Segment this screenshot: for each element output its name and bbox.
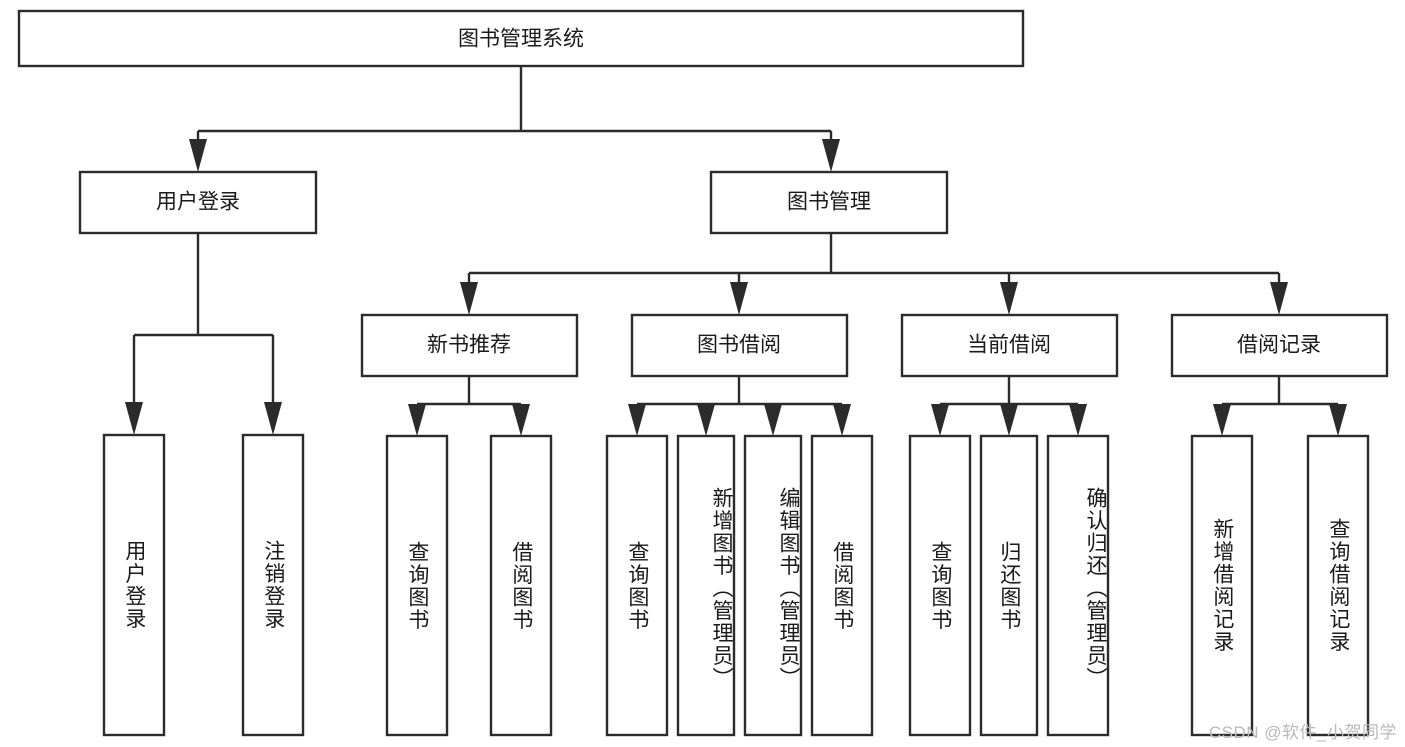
node-leaf-confirm-return-admin-box[interactable] [1046,434,1110,737]
connector-group-current-borrow [931,376,1087,436]
arrow-head-leaf-add-book-admin [697,404,715,436]
connector-group-user-login [125,233,282,435]
connector-group-root [189,66,840,172]
node-user-login-box[interactable] [78,170,318,235]
node-current-borrow-box[interactable] [900,313,1119,378]
arrow-head-leaf-query-book-2 [628,404,646,436]
node-new-book-recommend-box[interactable] [360,313,579,378]
node-leaf-query-borrow-record-box[interactable] [1306,434,1370,737]
csdn-watermark: CSDN @软件_小贺同学 [1208,723,1397,742]
arrow-head-borrow-record [1270,282,1288,315]
node-leaf-add-borrow-record-box[interactable] [1190,434,1254,737]
node-book-manage-box[interactable] [709,170,949,235]
node-leaf-user-logout-box[interactable] [241,433,305,737]
node-borrow-record-box[interactable] [1170,313,1389,378]
node-leaf-return-book-box[interactable] [979,434,1039,737]
connector-group-book-borrow [628,376,851,436]
arrow-head-book-manage [822,139,840,172]
node-book-manage-label: 图书管理 [787,191,871,214]
arrow-head-book-borrow [730,282,748,315]
connector-group-book-manage [460,233,1288,315]
arrow-head-leaf-edit-book-admin [764,404,782,436]
node-leaf-borrow-book-2-box[interactable] [810,434,874,737]
node-new-book-recommend-label: 新书推荐 [427,334,511,357]
node-root-box[interactable] [17,9,1025,68]
arrow-head-leaf-add-borrow-record [1213,404,1231,436]
node-user-login-label: 用户登录 [156,191,240,214]
node-leaf-query-book-3-box[interactable] [908,434,972,737]
node-book-borrow-box[interactable] [630,313,849,378]
node-leaf-add-book-admin-box[interactable] [676,434,736,737]
node-borrow-record-label: 借阅记录 [1237,334,1321,357]
arrow-head-leaf-query-book-3 [931,404,949,436]
node-leaf-edit-book-admin-box[interactable] [743,434,803,737]
node-current-borrow-label: 当前借阅 [967,334,1051,357]
arrow-head-current-borrow [1000,282,1018,315]
arrow-head-leaf-query-borrow-record [1329,404,1347,436]
arrow-head-leaf-query-book-1 [408,404,426,436]
arrow-head-new-book-recommend [460,282,478,315]
node-leaf-query-book-1-box[interactable] [385,434,449,737]
arrow-head-leaf-borrow-book-1 [512,404,530,436]
arrow-head-leaf-return-book [1000,404,1018,436]
connector-group-new-book-recommend [408,376,530,436]
node-root-label: 图书管理系统 [458,28,584,51]
connector-group-borrow-record [1213,376,1347,436]
node-leaf-borrow-book-1-box[interactable] [489,434,553,737]
arrow-head-leaf-user-logout [264,402,282,435]
arrow-head-leaf-confirm-return-admin [1069,404,1087,436]
node-leaf-user-login-box[interactable] [102,433,166,737]
node-leaf-query-book-2-box[interactable] [605,434,669,737]
node-book-borrow-label: 图书借阅 [697,334,781,357]
arrow-head-user-login [189,139,207,172]
arrow-head-leaf-user-login [125,402,143,435]
arrow-head-leaf-borrow-book-2 [833,404,851,436]
